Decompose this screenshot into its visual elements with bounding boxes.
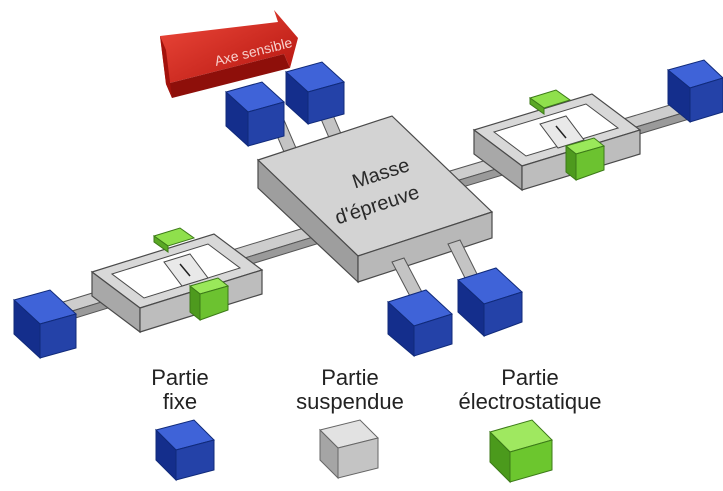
legend-label-electrostatic: Partie électrostatique [440,366,620,414]
legend-swatch-suspended [319,419,379,480]
proof-mass: Masse d'épreuve [256,115,494,284]
legend-label-fixed-line2: fixe [162,389,198,414]
legend-label-suspended-line1: Partie [321,365,379,390]
legend-label-suspended: Partie suspendue [280,366,420,414]
bottom-left-anchor [387,257,453,358]
legend-label-suspended-line2: suspendue [296,389,404,414]
right-suspended-frame [472,93,642,192]
legend-label-fixed: Partie fixe [120,366,240,414]
legend-swatch-electrostatic [489,419,553,484]
right-end-anchor [666,59,723,124]
legend-label-electrostatic-line1: Partie [501,365,559,390]
right-electrostatic-comb-top [528,89,572,115]
left-suspended-frame [90,233,264,334]
legend-label-electrostatic-line2: électrostatique [458,389,602,414]
sensitive-axis-arrow: Axe sensible [160,10,298,98]
legend-label-fixed-line1: Partie [151,365,209,390]
left-electrostatic-comb-top [152,227,196,253]
left-electrostatic-block [188,277,230,322]
left-end-anchor [13,289,77,360]
legend-swatch-fixed [155,419,215,482]
right-electrostatic-block [564,137,606,182]
bottom-right-anchor [447,239,523,338]
top-right-anchor [284,61,346,141]
